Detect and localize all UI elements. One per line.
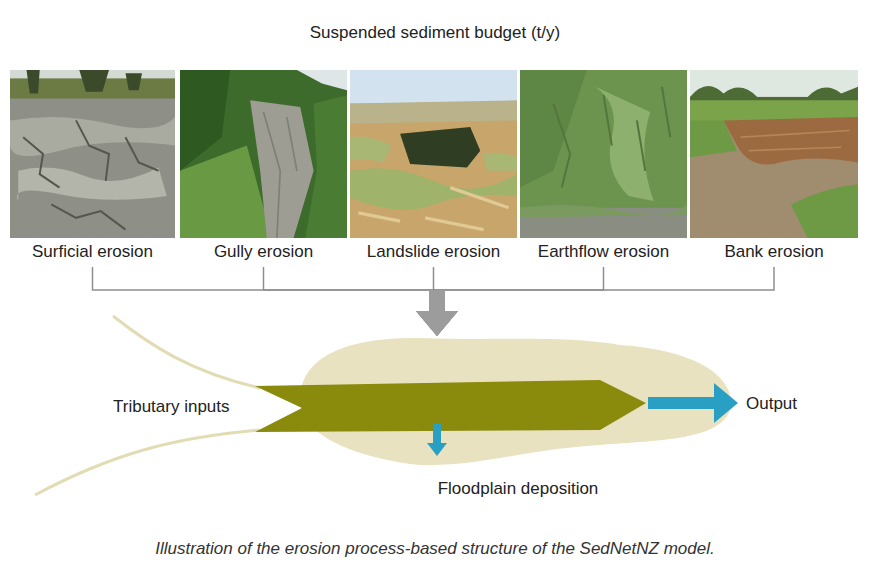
floodplain-outline — [298, 333, 738, 468]
process-label: Earthflow erosion — [520, 241, 687, 262]
arrow-shaft — [429, 290, 445, 311]
bracket-line — [434, 267, 438, 290]
process-label: Bank erosion — [690, 241, 858, 262]
input-label: Tributary inputs — [113, 396, 230, 417]
figure-caption: Illustration of the erosion process-base… — [0, 538, 870, 559]
arrow-head — [416, 311, 458, 336]
output-label: Output — [746, 393, 797, 414]
merge-connector — [416, 267, 774, 336]
process-label: Gully erosion — [180, 241, 347, 262]
arrow-head — [416, 311, 458, 336]
erosion-photo-node: Gully erosion — [180, 70, 347, 262]
erosion-photo-node: Bank erosion — [690, 70, 858, 262]
deposition-arrow — [433, 424, 441, 444]
merge-connector — [416, 267, 604, 336]
tributary-line — [113, 316, 260, 388]
process-label: Surficial erosion — [10, 241, 175, 262]
diagram-title: Suspended sediment budget (t/y) — [0, 22, 870, 43]
arrow-head — [416, 311, 458, 336]
merge-connector — [264, 267, 459, 336]
output-arrow-head — [714, 383, 738, 423]
earthflow-photo — [520, 70, 687, 238]
merge-connector — [416, 267, 458, 336]
arrow-shaft — [429, 290, 445, 311]
erosion-photo-node: Landslide erosion — [350, 70, 517, 262]
gully-photo — [180, 70, 347, 238]
output-arrow — [648, 397, 718, 409]
arrow-head — [416, 311, 458, 336]
bracket-line — [93, 267, 438, 290]
deposition-arrow-head — [427, 443, 447, 456]
arrow-shaft — [429, 290, 445, 311]
erosion-photo-node: Earthflow erosion — [520, 70, 687, 262]
arrow-head — [416, 311, 458, 336]
bank-photo — [690, 70, 858, 238]
floodplain-node: Floodplain deposition — [298, 333, 738, 503]
erosion-photo-node: Surficial erosion — [10, 70, 175, 262]
tributary-line — [35, 430, 260, 495]
river-channel — [255, 380, 646, 432]
merge-connector — [93, 267, 459, 336]
arrow-shaft — [429, 290, 445, 311]
landslide-photo — [350, 70, 517, 238]
bracket-line — [437, 267, 604, 290]
arrow-shaft — [429, 290, 445, 311]
bracket-line — [437, 267, 774, 290]
surficial-photo — [10, 70, 175, 238]
bracket-line — [264, 267, 438, 290]
process-label: Landslide erosion — [350, 241, 517, 262]
output-label: Floodplain deposition — [298, 478, 738, 499]
